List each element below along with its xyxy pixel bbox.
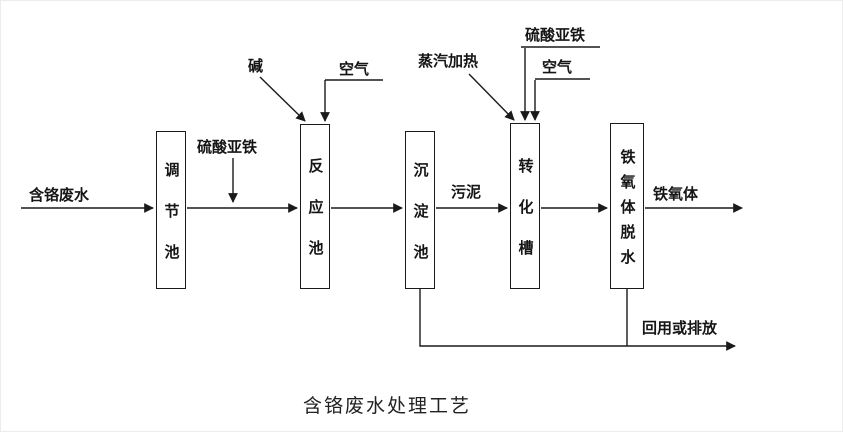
box-conversion-tank: 转化槽 xyxy=(510,123,540,289)
box-reaction-tank-label: 反应池 xyxy=(306,158,324,281)
box-conversion-tank-label: 转化槽 xyxy=(516,157,534,281)
diagram-title: 含铬废水处理工艺 xyxy=(302,396,471,417)
box-regulation-tank: 调节池 xyxy=(156,131,186,289)
label-influent: 含铬废水 xyxy=(29,187,90,204)
label-ferrous-sulfate-in: 硫酸亚铁 xyxy=(197,139,258,156)
arrow-steam-heating xyxy=(468,73,515,121)
label-sludge: 污泥 xyxy=(451,184,482,201)
box-regulation-tank-label: 调节池 xyxy=(162,161,180,285)
box-ferrite-dewatering: 铁氧体脱水 xyxy=(610,123,644,289)
box-sedimentation-tank: 沉淀池 xyxy=(405,131,435,289)
label-steam-heating: 蒸汽加热 xyxy=(418,53,479,70)
box-reaction-tank: 反应池 xyxy=(300,124,330,289)
label-air-reaction: 空气 xyxy=(339,61,370,78)
label-reuse-or-discharge: 回用或排放 xyxy=(642,320,718,337)
arrow-alkali xyxy=(259,76,306,122)
label-ferrous-sulfate-conversion: 硫酸亚铁 xyxy=(525,27,586,44)
label-air-conversion: 空气 xyxy=(542,59,573,76)
label-ferrite: 铁氧体 xyxy=(653,186,699,203)
box-sedimentation-tank-label: 沉淀池 xyxy=(411,161,429,285)
box-ferrite-dewatering-label: 铁氧体脱水 xyxy=(618,148,636,274)
label-alkali: 碱 xyxy=(248,58,264,75)
arrow-reuse-discharge xyxy=(419,289,736,351)
